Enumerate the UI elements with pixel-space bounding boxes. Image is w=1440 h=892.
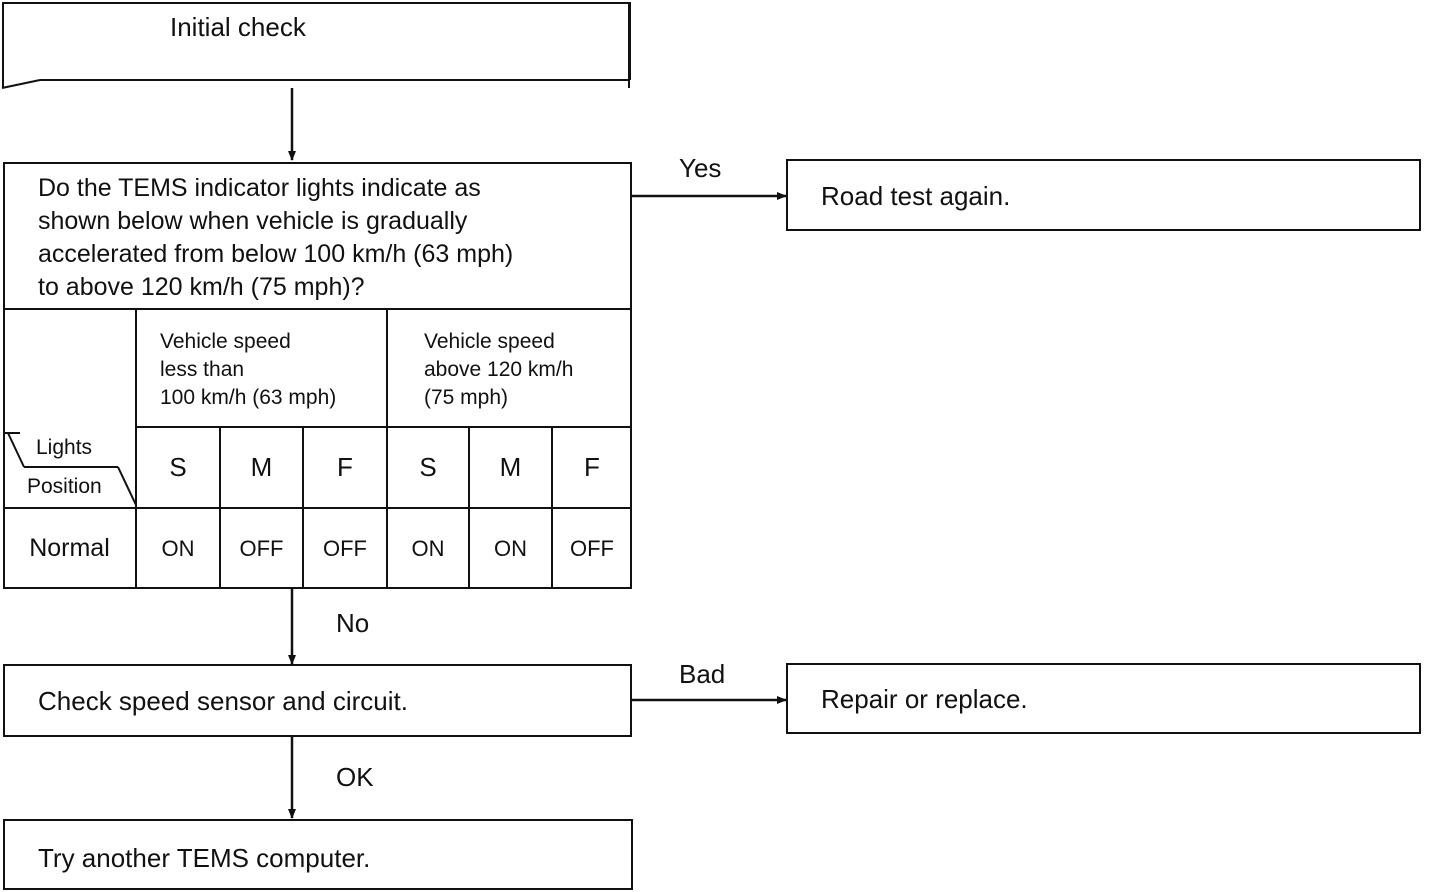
table-cell-value: OFF <box>239 535 284 561</box>
question-line-3: accelerated from below 100 km/h (63 mph) <box>38 240 514 268</box>
light-header-cell: M <box>499 452 522 482</box>
initial-check-label: Initial check <box>170 12 306 42</box>
group-low-line-1: Vehicle speed <box>160 330 291 353</box>
group-low-line-3: 100 km/h (63 mph) <box>160 386 337 409</box>
corner-position-label: Position <box>27 475 102 498</box>
group-low-line-2: less than <box>160 358 245 381</box>
table-cell-value: ON <box>494 535 527 561</box>
row-label-normal: Normal <box>29 534 110 562</box>
light-header-cell: M <box>250 452 273 482</box>
check-sensor-label: Check speed sensor and circuit. <box>38 686 408 716</box>
question-line-4: to above 120 km/h (75 mph)? <box>38 273 365 301</box>
yes-label: Yes <box>679 153 722 183</box>
light-header-cell: S <box>419 452 437 482</box>
group-high-line-2: above 120 km/h <box>424 358 574 381</box>
group-high-line-1: Vehicle speed <box>424 330 555 353</box>
question-line-1: Do the TEMS indicator lights indicate as <box>38 174 481 202</box>
road-test-box: Road test again. <box>786 159 1421 231</box>
repair-box: Repair or replace. <box>786 663 1421 734</box>
question-line-2: shown below when vehicle is gradually <box>38 207 468 235</box>
check-sensor-box: Check speed sensor and circuit. <box>3 664 632 737</box>
road-test-label: Road test again. <box>821 181 1011 211</box>
group-high-line-3: (75 mph) <box>424 386 509 409</box>
no-label: No <box>336 608 370 638</box>
light-header-cell: S <box>169 452 187 482</box>
table-cell-value: ON <box>161 535 195 561</box>
initial-check-box: Initial check <box>2 2 630 88</box>
speed-group-high-header: Vehicle speed above 120 km/h (75 mph) <box>424 328 573 412</box>
table-cell-value: OFF <box>323 535 367 561</box>
corner-lights-label: Lights <box>36 436 93 459</box>
question-box: Do the TEMS indicator lights indicate as… <box>3 162 632 589</box>
table-cell-value: OFF <box>570 535 614 561</box>
try-another-label: Try another TEMS computer. <box>38 843 371 873</box>
ok-label: OK <box>336 762 374 792</box>
table-cell-value: ON <box>411 535 445 561</box>
light-header-cell: F <box>584 452 600 482</box>
speed-group-low-header: Vehicle speed less than 100 km/h (63 mph… <box>160 328 336 412</box>
light-header-cell: F <box>337 452 353 482</box>
bad-label: Bad <box>679 659 726 689</box>
question-text: Do the TEMS indicator lights indicate as… <box>38 172 513 304</box>
repair-label: Repair or replace. <box>821 684 1028 714</box>
try-another-box: Try another TEMS computer. <box>3 819 633 890</box>
